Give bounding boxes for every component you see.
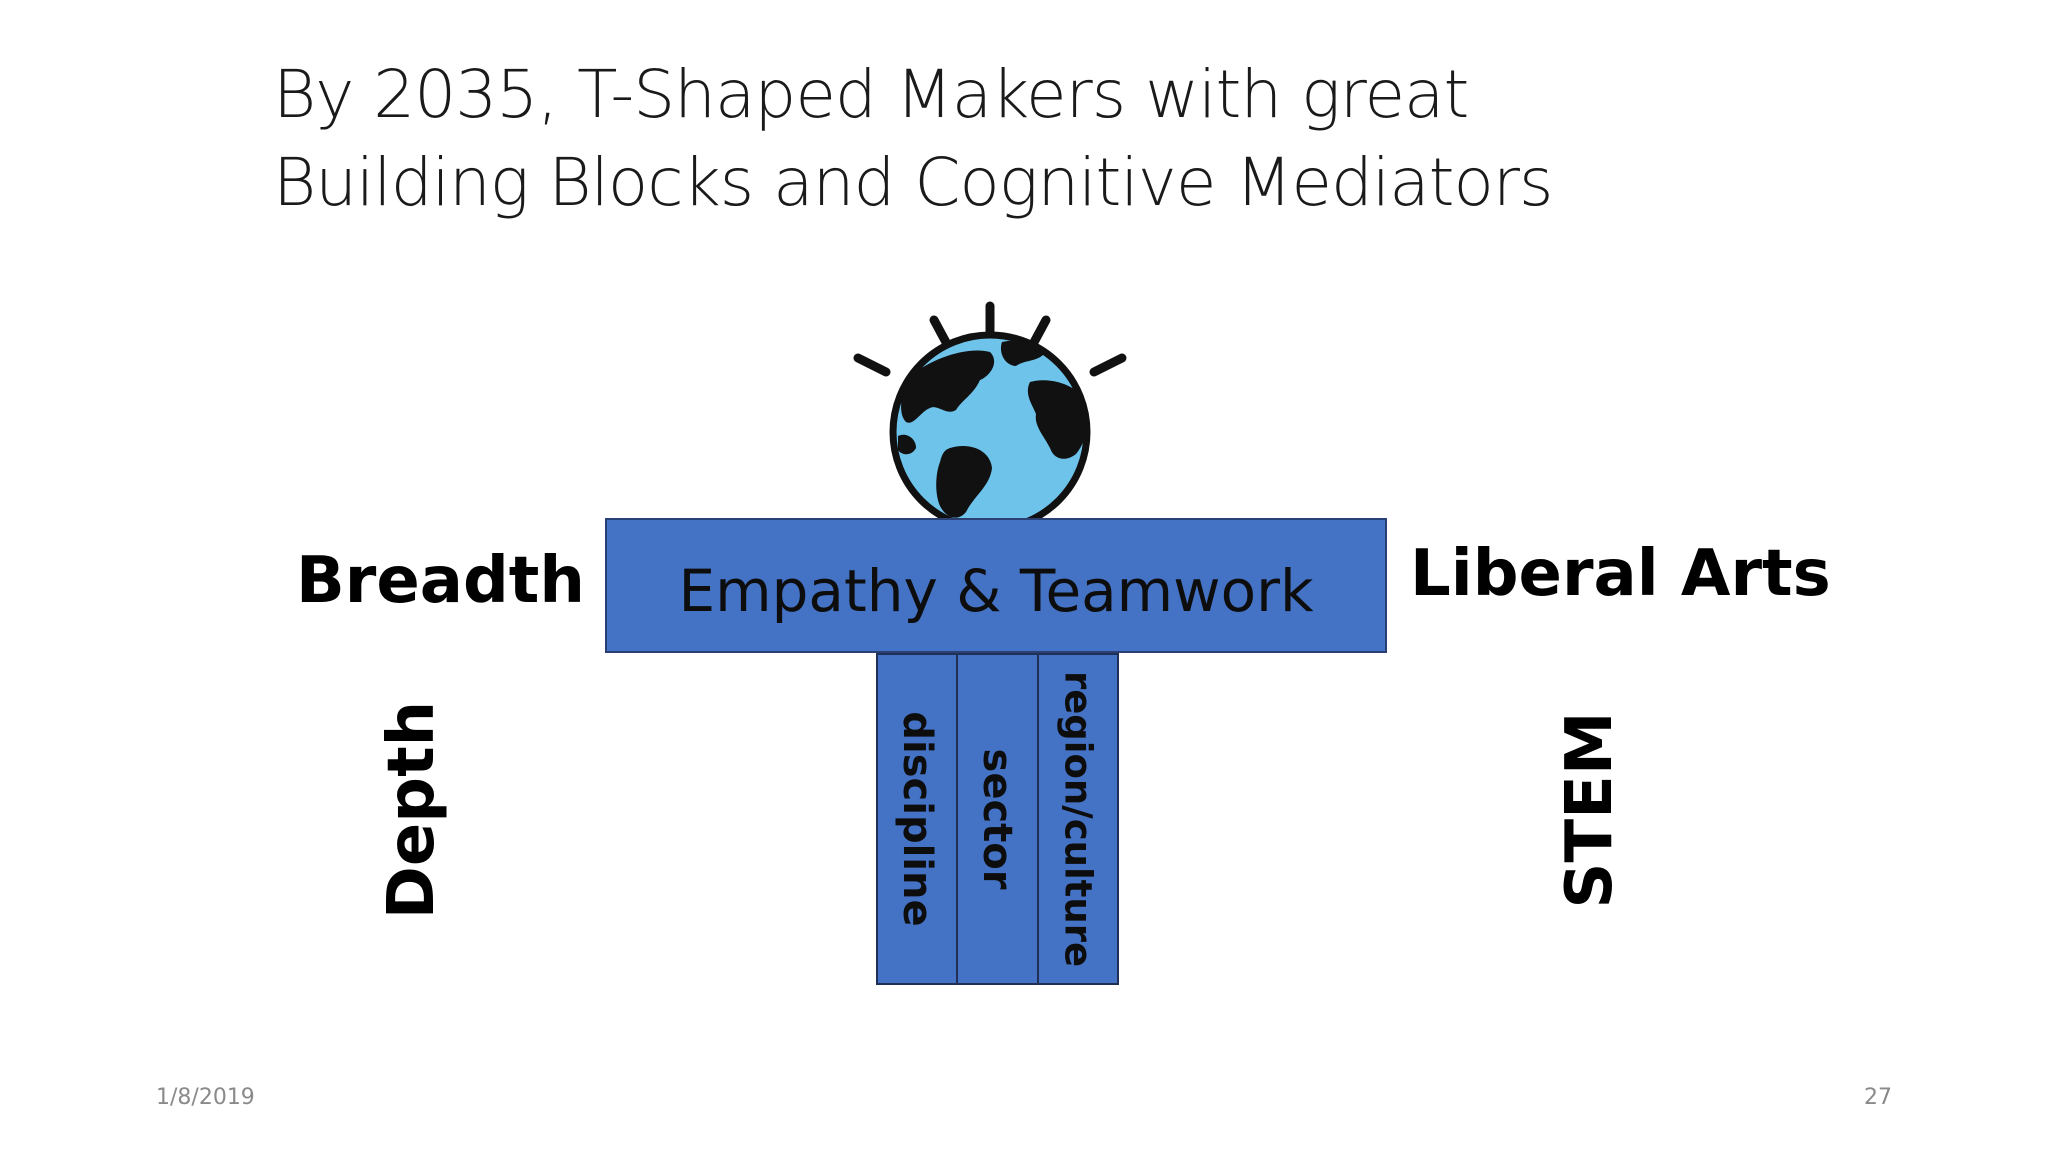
stem-column-discipline: discipline xyxy=(878,655,959,983)
stem-column-sector: sector xyxy=(958,655,1039,983)
footer-page-number: 27 xyxy=(1864,1085,1892,1110)
stem-label: STEM xyxy=(1553,711,1627,909)
breadth-label: Breadth xyxy=(296,544,585,618)
stem-column-region-culture: region/culture xyxy=(1038,655,1117,983)
stem-label-region-culture: region/culture xyxy=(1056,670,1100,968)
slide-title-line-1: By 2035, T-Shaped Makers with great xyxy=(273,56,1469,133)
crossbar-label: Empathy & Teamwork xyxy=(678,556,1314,625)
globe-icon xyxy=(853,301,1127,526)
t-crossbar: Empathy & Teamwork xyxy=(605,518,1387,653)
footer-date: 1/8/2019 xyxy=(156,1085,255,1110)
slide-title-line-2: Building Blocks and Cognitive Mediators xyxy=(273,144,1553,221)
depth-label: Depth xyxy=(375,700,449,920)
liberal-arts-label: Liberal Arts xyxy=(1410,537,1831,611)
t-stem: discipline sector region/culture xyxy=(876,653,1119,985)
stem-label-discipline: discipline xyxy=(894,711,941,927)
stem-label-sector: sector xyxy=(974,748,1021,890)
